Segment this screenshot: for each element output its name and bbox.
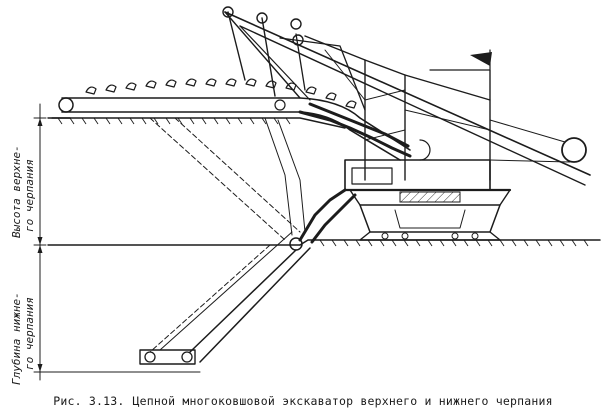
dimension-lines (33, 103, 61, 381)
upper-height-label-line1: Высота верхне- (10, 145, 23, 238)
lower-depth-label-line2: го черпания (23, 297, 36, 370)
figure-caption: Рис. 3.13. Цепной многоковшовой экскавато… (0, 394, 614, 414)
upper-ground-hatching (57, 117, 291, 125)
upper-buckets (85, 78, 357, 109)
excavator-diagram: Высота верхне- го черпания Глубина нижне… (10, 6, 601, 385)
lower-ground (47, 239, 601, 247)
inclined-bucket-chain (298, 102, 412, 158)
figure-number: Рис. 3.13. (53, 394, 125, 408)
upper-ground (47, 117, 346, 129)
lower-depth-label-line1: Глубина нижне- (10, 292, 23, 385)
machine-body (343, 139, 512, 206)
lower-ground-hatching (319, 239, 589, 247)
upper-height-label-line2: го черпания (23, 159, 36, 232)
lower-ladder-end (59, 349, 201, 373)
boom-end-pulley (489, 119, 587, 163)
mast-flag (470, 49, 492, 101)
figure-caption-text: Цепной многоковшовой экскаватор верхнего… (132, 394, 553, 408)
excavated-slope-outline (149, 117, 306, 241)
upper-bucket-ladder (58, 78, 412, 161)
boom-frame (222, 6, 591, 186)
lower-bucket-ladder (59, 188, 357, 373)
crawler-tracks (359, 204, 501, 241)
